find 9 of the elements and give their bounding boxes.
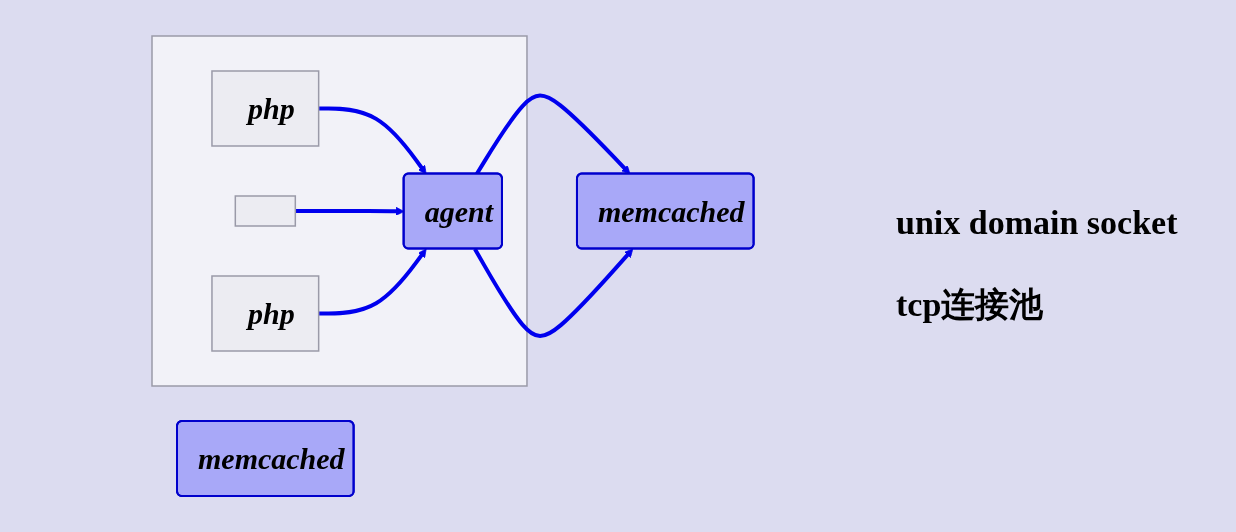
node-box — [234, 195, 297, 227]
note-text: unix domain socket — [896, 204, 1179, 242]
cluster — [151, 35, 528, 387]
arrow — [318, 248, 427, 316]
arrow — [473, 248, 634, 338]
node-box: php — [211, 275, 320, 352]
arrow — [318, 106, 427, 175]
node-box: php — [211, 70, 320, 147]
note-text: tcp连接池 — [896, 285, 1045, 325]
